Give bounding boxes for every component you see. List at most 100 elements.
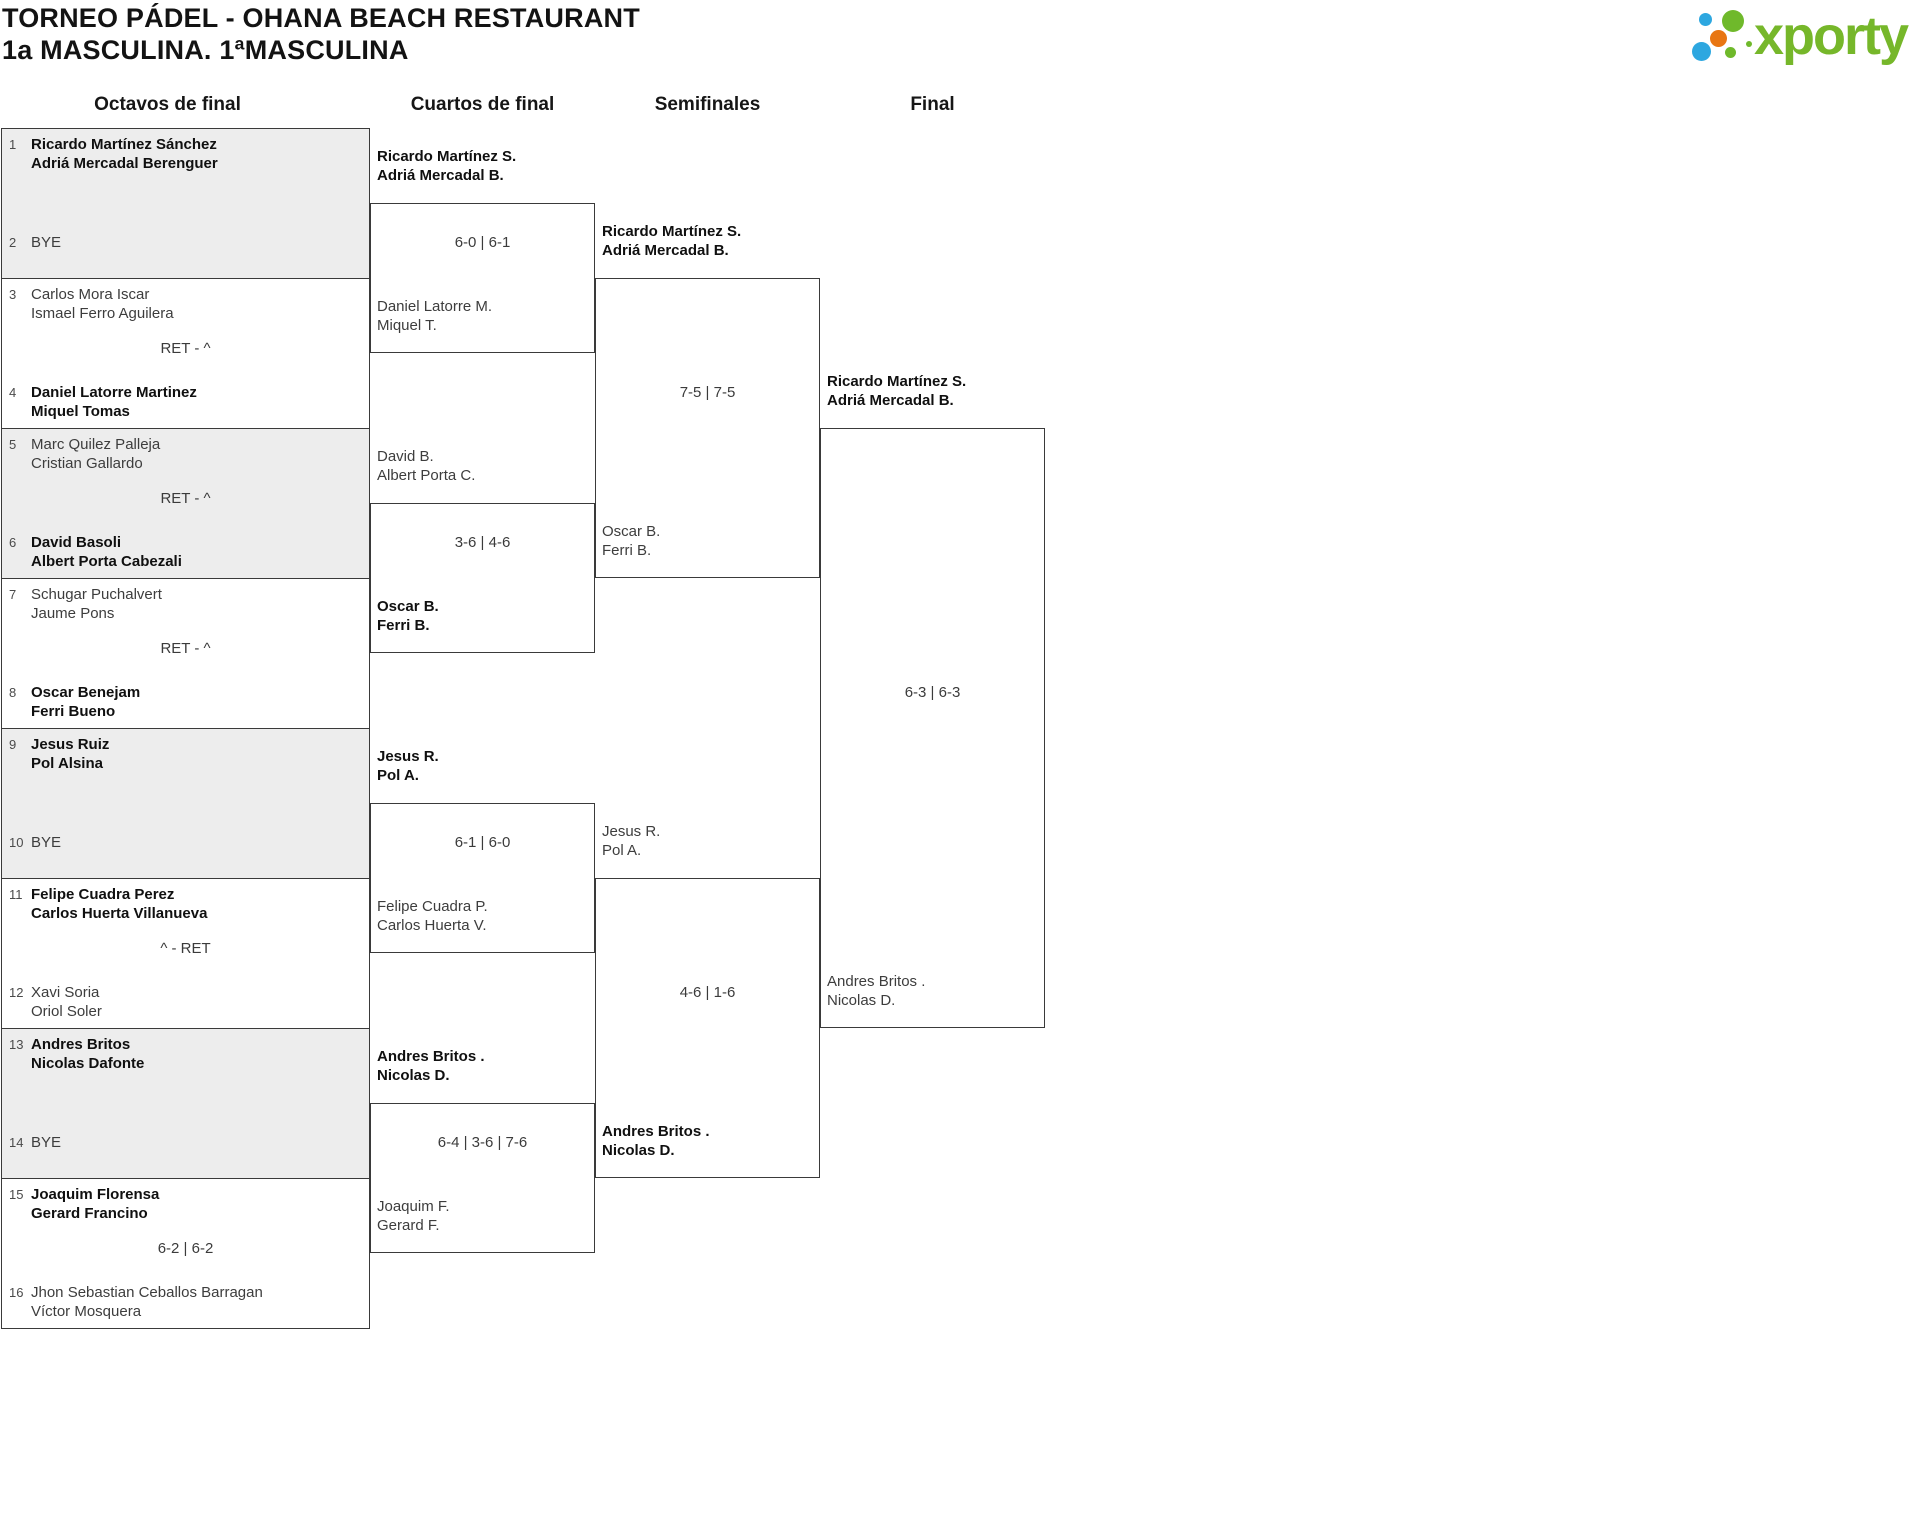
- seed-number: 7: [9, 587, 17, 602]
- team-row: 1 Ricardo Martínez Sánchez Adriá Mercada…: [2, 135, 363, 173]
- r16-match-5: 9 Jesus Ruiz Pol Alsina 10 BYE: [1, 728, 370, 879]
- team-name: Joaquim Florensa Gerard Francino: [31, 1186, 160, 1222]
- team-row: 15 Joaquim Florensa Gerard Francino: [2, 1185, 363, 1223]
- qf4-team-bottom: Joaquim F.Gerard F.: [377, 1198, 450, 1234]
- match-score: 6-2 | 6-2: [157, 1240, 214, 1257]
- team-name: Jhon Sebastian Ceballos Barragan Víctor …: [31, 1284, 263, 1320]
- seed-number: 2: [9, 235, 17, 250]
- final-match-rect: [820, 428, 1045, 1028]
- sf2-score: 4-6 | 1-6: [679, 984, 736, 1001]
- seed-number: 14: [9, 1135, 24, 1150]
- round-header-octavos: Octavos de final: [94, 94, 241, 115]
- seed-number: 3: [9, 287, 17, 302]
- team-name: Ricardo Martínez Sánchez Adriá Mercadal …: [31, 136, 218, 172]
- qf-match-3-rect: [370, 803, 595, 953]
- r16-match-6: 11 Felipe Cuadra Perez Carlos Huerta Vil…: [1, 878, 370, 1029]
- qf1-team-bottom: Daniel Latorre M.Miquel T.: [377, 298, 493, 334]
- sf2-team-top: Jesus R.Pol A.: [602, 823, 661, 859]
- team-row: 12 Xavi Soria Oriol Soler: [2, 983, 363, 1021]
- qf3-score: 6-1 | 6-0: [454, 834, 511, 851]
- logo-dot-green-tiny: [1746, 41, 1752, 47]
- seed-number: 12: [9, 985, 24, 1000]
- team-name: BYE: [31, 834, 62, 851]
- qf2-team-bottom: Oscar B.Ferri B.: [377, 598, 439, 634]
- qf-match-1-rect: [370, 203, 595, 353]
- seed-number: 13: [9, 1037, 24, 1052]
- r16-match-2: 3 Carlos Mora Iscar Ismael Ferro Aguiler…: [1, 278, 370, 429]
- page-subtitle: 1a MASCULINA. 1ªMASCULINA: [2, 35, 409, 65]
- logo-wordmark: xporty: [1754, 6, 1909, 66]
- r16-match-8: 15 Joaquim Florensa Gerard Francino 6-2 …: [1, 1178, 370, 1329]
- team-row: 4 Daniel Latorre Martinez Miquel Tomas: [2, 383, 363, 421]
- seed-number: 10: [9, 835, 24, 850]
- logo-dot-blue-large: [1692, 42, 1711, 61]
- team-name: BYE: [31, 234, 62, 251]
- seed-number: 4: [9, 385, 17, 400]
- sf1-score: 7-5 | 7-5: [679, 384, 736, 401]
- team-name: Daniel Latorre Martinez Miquel Tomas: [31, 384, 197, 420]
- team-name: Andres Britos Nicolas Dafonte: [31, 1036, 145, 1072]
- final-score: 6-3 | 6-3: [904, 684, 961, 701]
- team-row: 2 BYE: [2, 233, 363, 252]
- team-name: BYE: [31, 1134, 62, 1151]
- qf4-score: 6-4 | 3-6 | 7-6: [437, 1134, 528, 1151]
- seed-number: 11: [9, 887, 23, 902]
- qf-match-2-rect: [370, 503, 595, 653]
- logo-dot-blue-small: [1699, 13, 1712, 26]
- qf2-score: 3-6 | 4-6: [454, 534, 511, 551]
- logo-dot-orange: [1710, 30, 1727, 47]
- sf-match-1-rect: [595, 278, 820, 578]
- xporty-logo[interactable]: xporty: [1690, 4, 1920, 68]
- qf3-team-bottom: Felipe Cuadra P.Carlos Huerta V.: [377, 898, 488, 934]
- team-row: 9 Jesus Ruiz Pol Alsina: [2, 735, 363, 773]
- seed-number: 5: [9, 437, 17, 452]
- seed-number: 6: [9, 535, 17, 550]
- qf3-team-top: Jesus R.Pol A.: [377, 748, 439, 784]
- logo-dot-green-large: [1722, 10, 1744, 32]
- qf2-team-top: David B.Albert Porta C.: [377, 448, 476, 484]
- team-name: Oscar Benejam Ferri Bueno: [31, 684, 141, 720]
- seed-number: 8: [9, 685, 17, 700]
- sf1-team-top: Ricardo Martínez S.Adriá Mercadal B.: [602, 223, 742, 259]
- team-row: 6 David Basoli Albert Porta Cabezali: [2, 533, 363, 571]
- team-row: 3 Carlos Mora Iscar Ismael Ferro Aguiler…: [2, 285, 363, 323]
- team-row: 14 BYE: [2, 1133, 363, 1152]
- seed-number: 15: [9, 1187, 24, 1202]
- page-title: TORNEO PÁDEL - OHANA BEACH RESTAURANT: [2, 3, 640, 33]
- logo-dot-green-small: [1725, 47, 1736, 58]
- team-name: Felipe Cuadra Perez Carlos Huerta Villan…: [31, 886, 208, 922]
- seed-number: 16: [9, 1285, 24, 1300]
- team-name: Xavi Soria Oriol Soler: [31, 984, 102, 1020]
- sf2-team-bottom: Andres Britos .Nicolas D.: [602, 1123, 710, 1159]
- qf1-score: 6-0 | 6-1: [454, 234, 511, 251]
- team-name: David Basoli Albert Porta Cabezali: [31, 534, 182, 570]
- final-team-top: Ricardo Martínez S.Adriá Mercadal B.: [827, 373, 967, 409]
- round-header-cuartos: Cuartos de final: [410, 94, 555, 115]
- team-row: 5 Marc Quilez Palleja Cristian Gallardo: [2, 435, 363, 473]
- r16-match-7: 13 Andres Britos Nicolas Dafonte 14 BYE: [1, 1028, 370, 1179]
- round-header-semifinales: Semifinales: [654, 94, 761, 115]
- r16-match-4: 7 Schugar Puchalvert Jaume Pons RET - ^ …: [1, 578, 370, 729]
- team-row: 8 Oscar Benejam Ferri Bueno: [2, 683, 363, 721]
- team-row: 7 Schugar Puchalvert Jaume Pons: [2, 585, 363, 623]
- qf4-team-top: Andres Britos .Nicolas D.: [377, 1048, 485, 1084]
- r16-match-1: 1 Ricardo Martínez Sánchez Adriá Mercada…: [1, 128, 370, 279]
- qf-match-4-rect: [370, 1103, 595, 1253]
- sf-match-2-rect: [595, 878, 820, 1178]
- r16-match-3: 5 Marc Quilez Palleja Cristian Gallardo …: [1, 428, 370, 579]
- round-header-final: Final: [910, 94, 955, 115]
- team-row: 16 Jhon Sebastian Ceballos Barragan Víct…: [2, 1283, 363, 1321]
- final-team-bottom: Andres Britos .Nicolas D.: [827, 973, 926, 1009]
- match-score: RET - ^: [160, 490, 211, 507]
- team-row: 11 Felipe Cuadra Perez Carlos Huerta Vil…: [2, 885, 363, 923]
- team-name: Marc Quilez Palleja Cristian Gallardo: [31, 436, 161, 472]
- team-name: Schugar Puchalvert Jaume Pons: [31, 586, 162, 622]
- seed-number: 1: [9, 137, 17, 152]
- team-row: 13 Andres Britos Nicolas Dafonte: [2, 1035, 363, 1073]
- match-score: RET - ^: [160, 640, 211, 657]
- team-row: 10 BYE: [2, 833, 363, 852]
- team-name: Jesus Ruiz Pol Alsina: [31, 736, 110, 772]
- team-name: Carlos Mora Iscar Ismael Ferro Aguilera: [31, 286, 174, 322]
- qf1-team-top: Ricardo Martínez S.Adriá Mercadal B.: [377, 148, 517, 184]
